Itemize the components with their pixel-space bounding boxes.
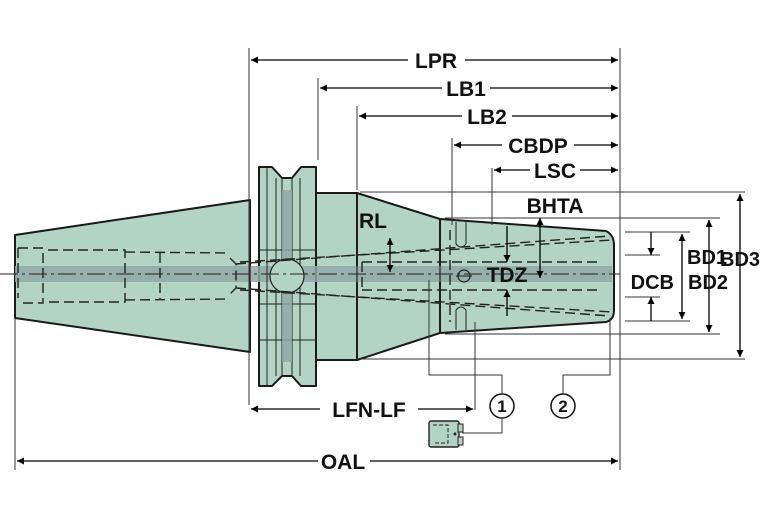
cross-hole [269, 258, 305, 294]
hidden-lines [17, 230, 613, 322]
bd2-label: BD2 [688, 272, 728, 294]
tdz-label: TDZ [487, 264, 528, 287]
dimension-lines [17, 56, 744, 465]
flange-details [249, 167, 316, 386]
rl-label: RL [359, 210, 387, 233]
bd1-label: BD1 [687, 247, 727, 269]
set-screws [455, 222, 472, 330]
dimension-labels: LPR LB1 LB2 CBDP LSC BHTA RL TDZ BD1 DCB… [321, 50, 760, 474]
holder-body [0, 166, 620, 387]
dcb-label: DCB [631, 272, 674, 294]
set-screw-component [428, 420, 464, 448]
callout-2-label: 2 [558, 397, 567, 416]
drive-slot-top [282, 190, 292, 260]
callout-1: 1 [489, 393, 515, 419]
lb1-label: LB1 [446, 78, 486, 101]
lb2-label: LB2 [467, 106, 507, 129]
drive-slot-bottom [282, 292, 292, 362]
callout-leaders [428, 280, 611, 434]
lsc-label: LSC [534, 160, 576, 183]
callout-2: 2 [550, 393, 576, 419]
lfn-lf-label: LFN-LF [332, 399, 406, 422]
oal-label: OAL [321, 451, 366, 474]
cbdp-label: CBDP [508, 135, 568, 158]
bd3-label: BD3 [720, 249, 760, 271]
extension-lines [14, 48, 745, 470]
callout-1-label: 1 [497, 397, 506, 416]
lpr-label: LPR [415, 50, 457, 73]
bhta-label: BHTA [527, 195, 584, 218]
